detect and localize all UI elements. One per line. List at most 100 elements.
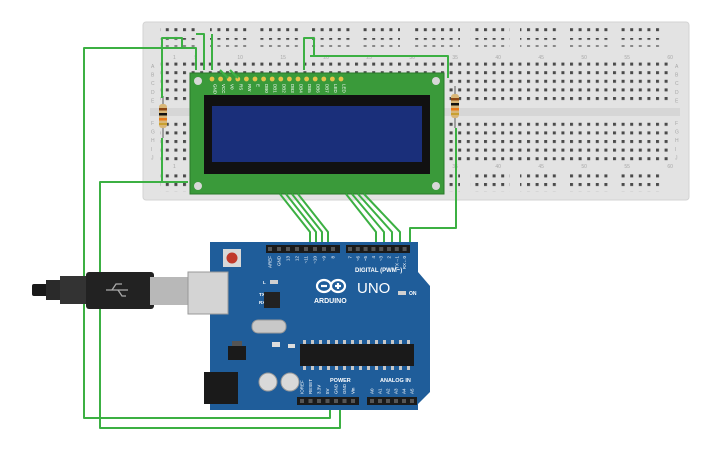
header-pin[interactable]	[394, 247, 399, 251]
header-pin[interactable]	[334, 399, 338, 403]
header-pin[interactable]	[371, 247, 376, 251]
wire[interactable]	[303, 37, 315, 70]
wire[interactable]	[291, 193, 323, 245]
power-pin-label: RESET	[308, 379, 313, 394]
header-pin[interactable]	[370, 399, 374, 403]
wire[interactable]	[345, 193, 377, 245]
usb-b-port[interactable]	[187, 271, 229, 315]
usb-chip	[264, 292, 280, 308]
analog-pin-label: A4	[402, 388, 407, 394]
analog-pin-label: A0	[370, 388, 375, 394]
lcd-pin	[269, 76, 275, 82]
column-number: 50	[581, 164, 587, 170]
digital-pin-label: 12	[295, 256, 300, 262]
wire[interactable]	[297, 193, 329, 245]
wire[interactable]	[279, 193, 311, 245]
header-pin[interactable]	[351, 399, 355, 403]
wire[interactable]	[310, 55, 449, 78]
header-pin[interactable]	[277, 247, 281, 251]
lcd-pin	[295, 76, 301, 82]
row-letter: B	[151, 73, 155, 79]
row-letter: J	[151, 155, 154, 161]
row-letter: A	[151, 64, 155, 70]
header-pin[interactable]	[379, 247, 384, 251]
arduino-brand: ARDUINO	[314, 298, 347, 305]
header-pin[interactable]	[304, 247, 308, 251]
digital-pin-label: 8	[331, 256, 336, 259]
atmega-chip	[300, 344, 414, 366]
header-pin[interactable]	[410, 399, 414, 403]
analog-pin-label: A2	[386, 388, 391, 394]
header-pin[interactable]	[300, 399, 304, 403]
lcd-pin-label: DB2	[281, 84, 286, 93]
header-pin[interactable]	[331, 247, 335, 251]
row-letter: I	[151, 147, 152, 153]
header-pin[interactable]	[325, 399, 330, 403]
column-number: 1	[173, 164, 176, 170]
header-pin[interactable]	[342, 399, 347, 403]
header-pin[interactable]	[313, 247, 317, 251]
resistor-left[interactable]	[159, 96, 167, 138]
row-letter: C	[675, 81, 679, 87]
power-jack[interactable]	[204, 372, 238, 404]
header-pin[interactable]	[402, 399, 406, 403]
row-letter: F	[675, 121, 678, 127]
lcd-pin	[304, 76, 309, 82]
row-letter: G	[151, 130, 155, 136]
wire[interactable]	[409, 128, 457, 245]
row-letter: D	[151, 90, 155, 96]
usb-cable	[32, 272, 188, 309]
header-pin[interactable]	[308, 399, 313, 403]
wire[interactable]	[351, 193, 385, 245]
header-pin[interactable]	[363, 247, 368, 251]
wire[interactable]	[229, 69, 239, 79]
lcd-pin	[287, 76, 292, 82]
header-pin[interactable]	[268, 247, 272, 251]
lcd-pin-label: DB5	[307, 84, 312, 93]
header-pin[interactable]	[387, 247, 391, 251]
header-pin[interactable]	[386, 399, 390, 403]
column-number: 1	[173, 55, 176, 61]
digital-pin-label: 13	[286, 256, 291, 262]
header-pin[interactable]	[286, 247, 290, 251]
wire[interactable]	[83, 47, 331, 419]
lcd-pin-label: V0	[230, 84, 235, 90]
header-pin[interactable]	[322, 247, 326, 251]
header-pin[interactable]	[378, 399, 382, 403]
digital-pin-label: 4	[371, 256, 376, 259]
column-number: 55	[624, 55, 630, 61]
lcd-pin-label: GND	[213, 84, 218, 95]
column-number: 20	[323, 55, 329, 61]
wire[interactable]	[99, 181, 341, 429]
lcd-pin-label: E	[256, 84, 261, 87]
wire[interactable]	[357, 193, 393, 245]
on-led	[398, 291, 406, 295]
row-letter: B	[675, 73, 679, 79]
lcd-pin	[244, 76, 249, 82]
header-pin[interactable]	[394, 399, 398, 403]
wire[interactable]	[285, 193, 317, 245]
wire[interactable]	[219, 69, 229, 79]
analog-label: ANALOG IN	[380, 378, 411, 384]
l-led	[270, 280, 278, 284]
uno-model: UNO	[357, 280, 390, 297]
capacitor-1	[258, 372, 278, 392]
digital-header-right	[346, 245, 410, 253]
lcd-pin-label: DB1	[273, 84, 278, 93]
header-pin[interactable]	[402, 247, 407, 251]
column-number: 40	[495, 164, 501, 170]
resistor-right[interactable]	[451, 86, 459, 128]
wire[interactable]	[363, 193, 401, 245]
header-pin[interactable]	[348, 247, 352, 251]
header-pin[interactable]	[355, 247, 360, 251]
column-number: 50	[581, 55, 587, 61]
header-pin[interactable]	[295, 247, 299, 251]
wire[interactable]	[196, 33, 205, 70]
header-pin[interactable]	[317, 399, 321, 403]
